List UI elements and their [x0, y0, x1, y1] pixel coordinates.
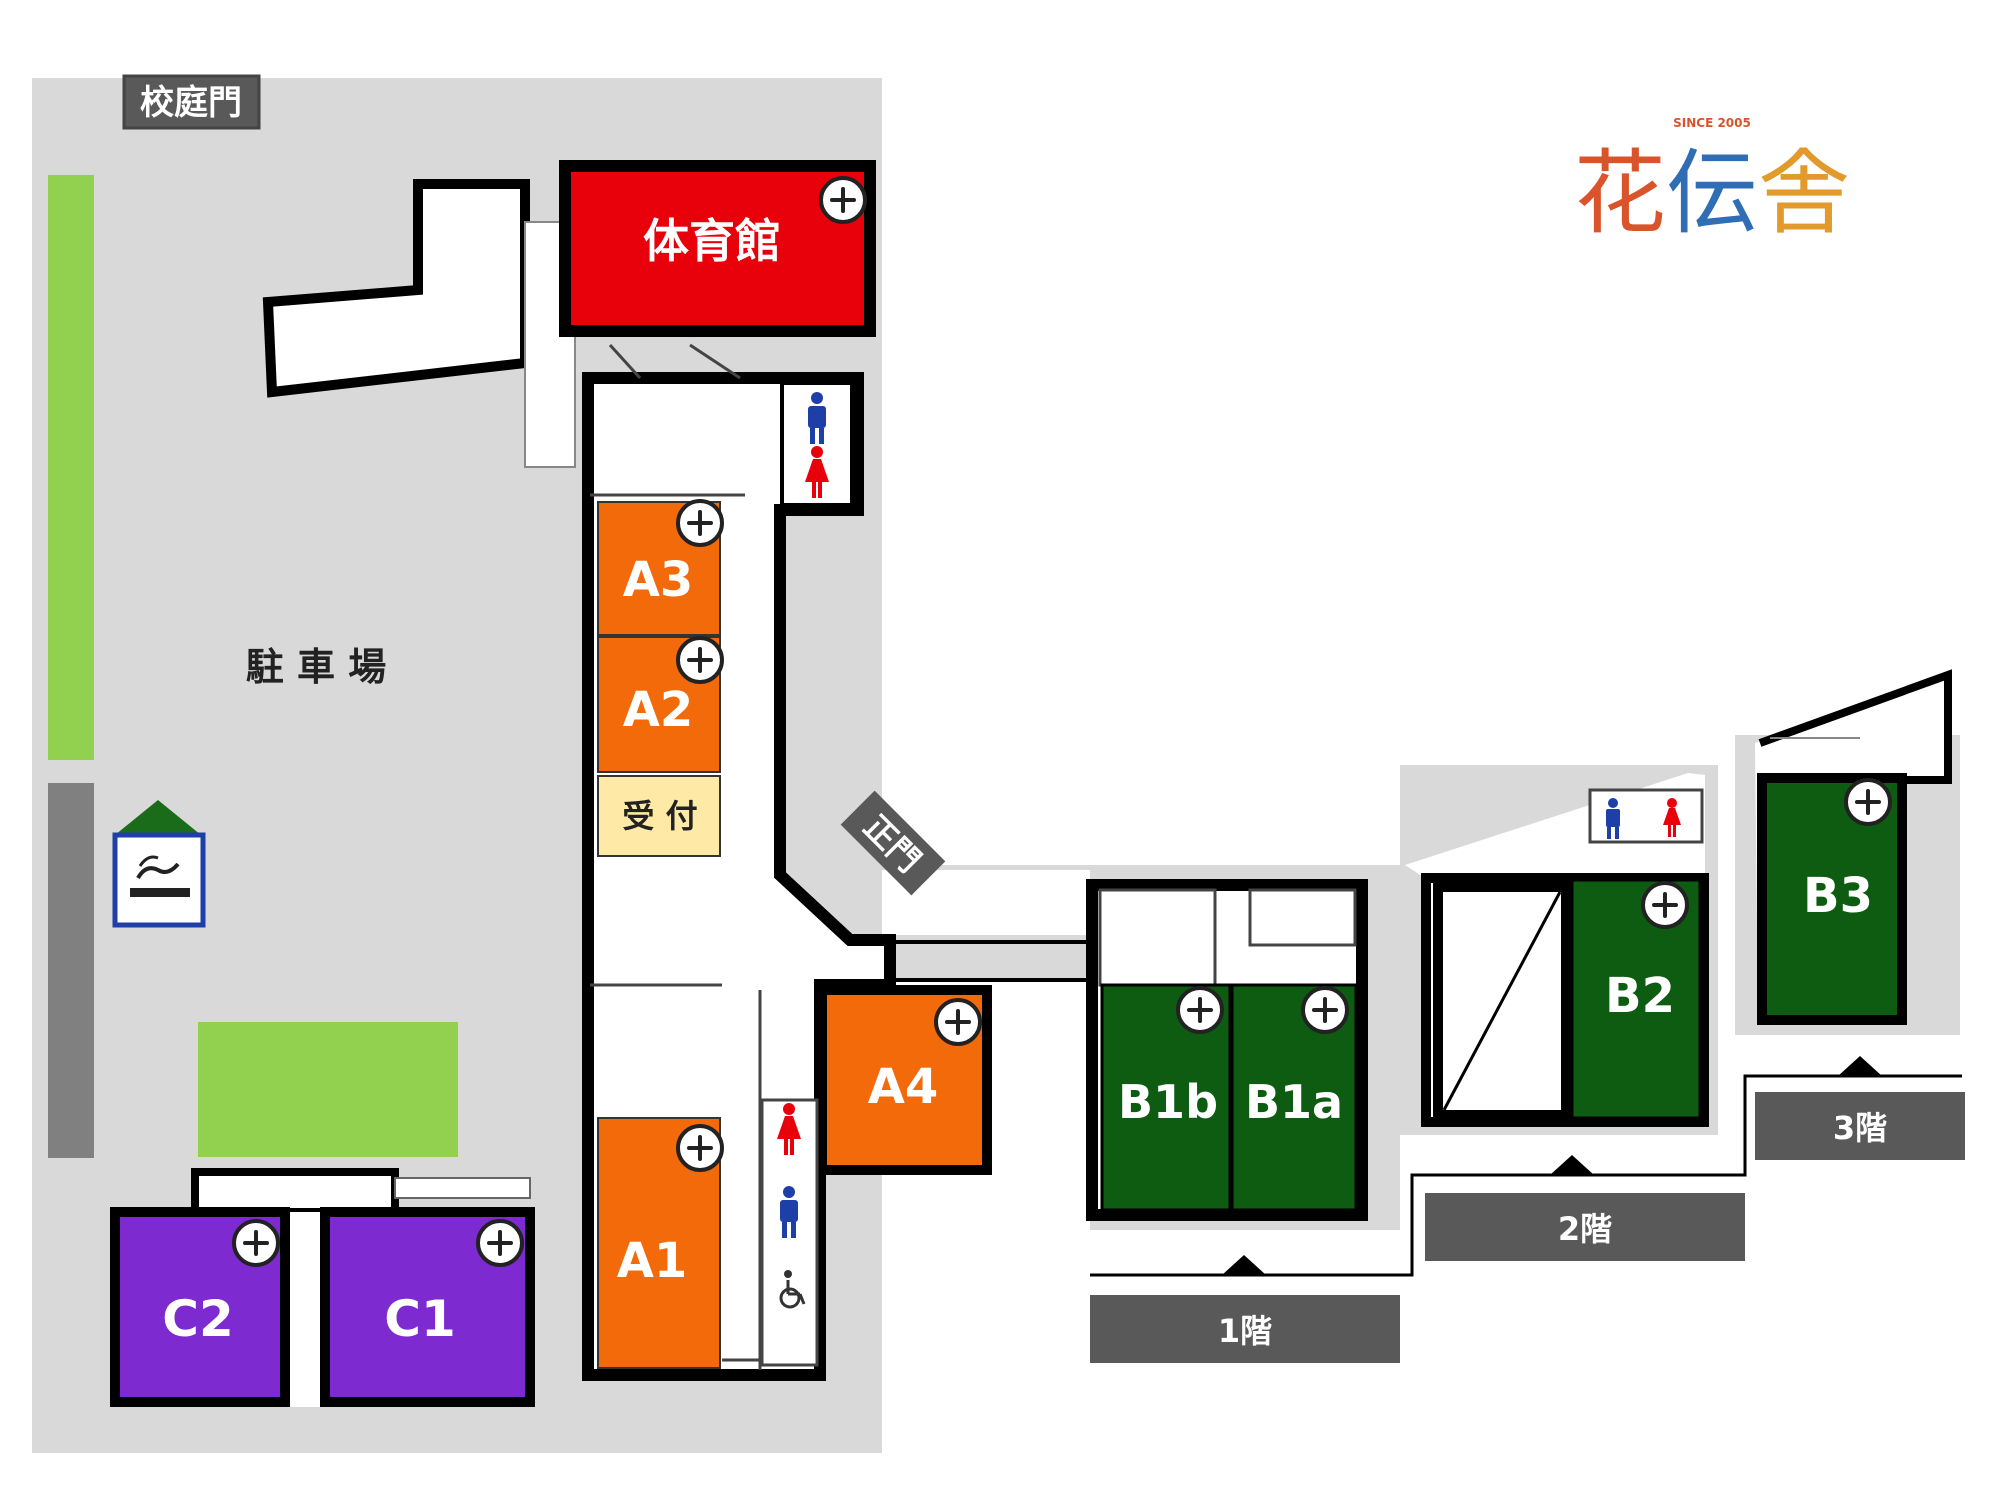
- building-c: [191, 1168, 531, 1407]
- gym-label: 体育館: [643, 214, 781, 268]
- gym[interactable]: 体育館: [559, 160, 876, 337]
- grass-strip-left: [48, 175, 94, 760]
- floor-tab-3-label: 3階: [1833, 1109, 1887, 1147]
- reception-label: 受 付: [622, 797, 697, 835]
- plus-circle-icon-gym[interactable]: [819, 176, 867, 224]
- room-b1a-label: B1a: [1245, 1075, 1343, 1129]
- gym-annex: [262, 179, 530, 398]
- male-restroom-icon: [808, 392, 826, 444]
- room-a4-label: A4: [868, 1059, 939, 1115]
- floor-tab-2-label: 2階: [1558, 1210, 1612, 1248]
- grass-lawn: [198, 1022, 458, 1157]
- main-gate-sign: 正門: [840, 790, 946, 896]
- fence-strip: [48, 783, 94, 1158]
- female-restroom-icon: [777, 1103, 801, 1155]
- room-a2-label: A2: [623, 682, 694, 738]
- school-gate-label: 校庭門: [140, 83, 242, 123]
- plus-circle-icon-a3[interactable]: [676, 499, 724, 547]
- female-restroom-icon: [805, 446, 829, 498]
- room-a2[interactable]: A2: [597, 636, 721, 773]
- parking-label: 駐 車 場: [246, 645, 386, 689]
- plus-circle-icon-a4[interactable]: [934, 998, 982, 1046]
- male-restroom-icon: [1606, 798, 1620, 839]
- female-restroom-icon: [1663, 798, 1681, 837]
- school-gate-sign: 校庭門: [122, 74, 261, 130]
- plus-circle-icon-c1[interactable]: [476, 1219, 524, 1267]
- room-b3-label: B3: [1803, 868, 1873, 924]
- floor-tab-2[interactable]: 2階: [1425, 1155, 1745, 1261]
- plus-circle-icon-b1a[interactable]: [1301, 986, 1349, 1034]
- smoking-area-icon: [112, 800, 206, 928]
- plus-circle-icon-a1[interactable]: [676, 1124, 724, 1172]
- plus-circle-icon-b1b[interactable]: [1176, 986, 1224, 1034]
- logo-since: SINCE 2005: [1673, 116, 1751, 130]
- logo: SINCE 2005 花伝舎: [1574, 116, 1850, 247]
- plus-circle-icon-c2[interactable]: [232, 1219, 280, 1267]
- bottom-white-corner: [882, 1240, 1082, 1455]
- male-restroom-icon: [780, 1186, 798, 1238]
- floor-tab-1[interactable]: 1階: [1090, 1255, 1400, 1363]
- room-b2-label: B2: [1605, 968, 1675, 1024]
- plus-circle-icon-b2[interactable]: [1641, 881, 1689, 929]
- floor-tab-1-label: 1階: [1218, 1312, 1272, 1350]
- room-c2-label: C2: [162, 1290, 233, 1348]
- room-c1-label: C1: [384, 1290, 455, 1348]
- room-b1b-label: B1b: [1118, 1075, 1218, 1129]
- restroom-block-bottom: [760, 1098, 819, 1367]
- plus-circle-icon-a2[interactable]: [676, 636, 724, 684]
- logo-name: 花伝舎: [1574, 140, 1850, 247]
- plus-circle-icon-b3[interactable]: [1844, 778, 1892, 826]
- room-a3-label: A3: [623, 552, 694, 608]
- wheelchair-icon: [779, 1270, 806, 1309]
- floor-tab-3[interactable]: 3階: [1755, 1056, 1965, 1160]
- room-c2[interactable]: C2: [110, 1207, 290, 1407]
- info-markers: [232, 176, 1892, 1267]
- reception[interactable]: 受 付: [597, 775, 721, 857]
- room-a1-label: A1: [617, 1233, 688, 1289]
